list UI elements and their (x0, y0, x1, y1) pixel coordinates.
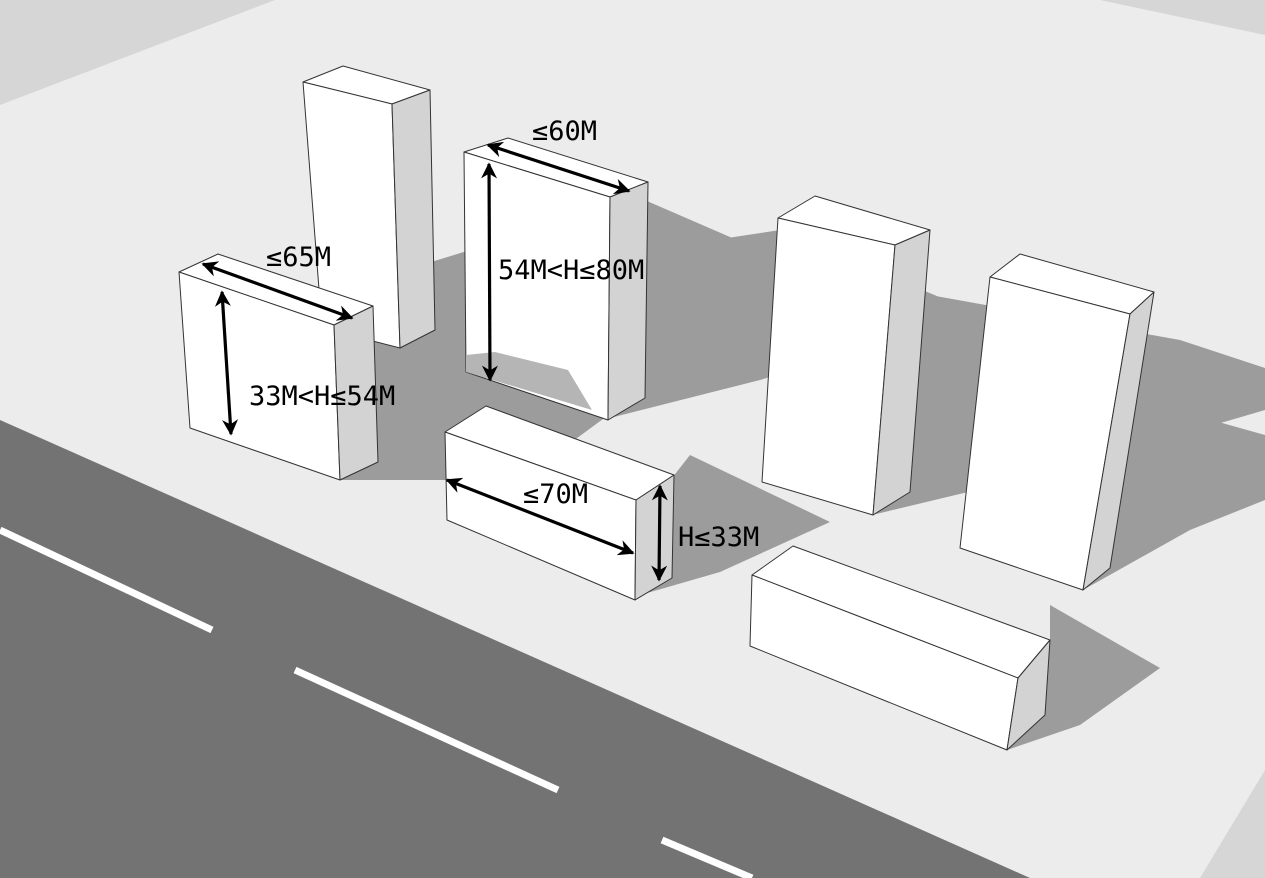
height-arrow-a (214, 290, 239, 436)
height-label-b: 54M<H≤80M (498, 255, 644, 286)
width-arrow-b (486, 141, 631, 195)
building-far-right-tower (959, 253, 1155, 591)
road-marking (660, 836, 754, 878)
road-marking (0, 526, 214, 634)
building-shadow (630, 455, 830, 598)
width-arrow-a (201, 261, 354, 321)
building-right-middle-tower (761, 195, 931, 516)
height-arrow-b (481, 162, 498, 382)
building-side-face (1006, 639, 1051, 751)
building-front-face (761, 217, 896, 516)
height-label-a: 33M<H≤54M (249, 381, 395, 412)
road-marking (293, 666, 560, 794)
road (0, 420, 1030, 878)
building-side-face (391, 89, 436, 349)
building-side-face (1082, 291, 1155, 591)
height-label-c: H≤33M (678, 522, 759, 553)
width-arrow-c (445, 477, 635, 556)
building-side-face (872, 229, 931, 516)
width-label-b: ≤60M (532, 116, 597, 147)
building-side-face (607, 181, 649, 421)
width-label-a: ≤65M (266, 242, 331, 273)
height-arrow-c (651, 484, 668, 582)
building-side-face (333, 305, 379, 481)
building-front-right-block (749, 545, 1051, 751)
width-label-c: ≤70M (523, 479, 588, 510)
